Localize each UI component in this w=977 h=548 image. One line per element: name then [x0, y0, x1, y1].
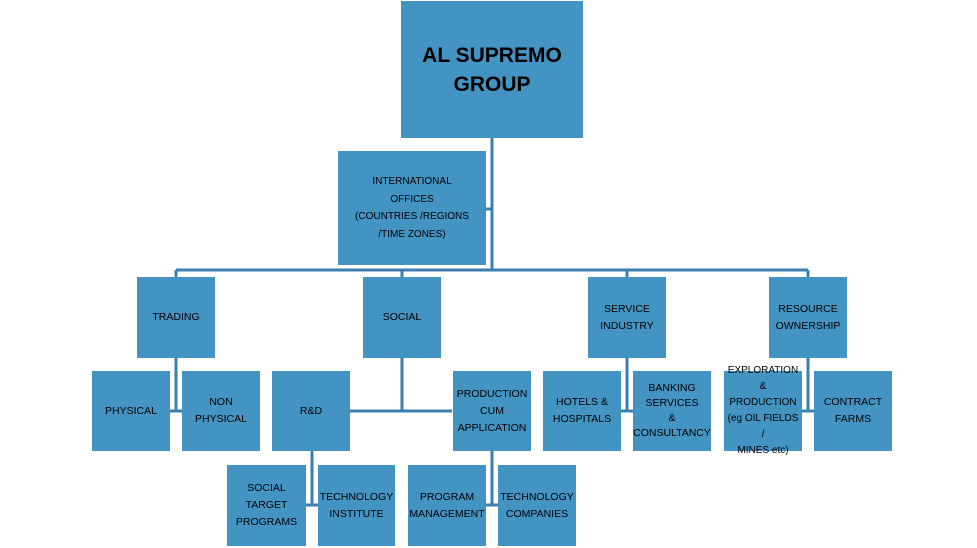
node-non-physical: NON PHYSICAL: [182, 371, 260, 451]
node-al-supremo-group: AL SUPREMO GROUP: [401, 1, 583, 138]
node-social: SOCIAL: [363, 277, 441, 358]
node-r-and-d: R&D: [272, 371, 350, 451]
node-social-target-programs: SOCIAL TARGET PROGRAMS: [227, 465, 306, 546]
node-technology-companies: TECHNOLOGY COMPANIES: [498, 465, 576, 546]
node-resource-ownership: RESOURCE OWNERSHIP: [769, 277, 847, 358]
node-technology-institute: TECHNOLOGY INSTITUTE: [318, 465, 395, 546]
node-international-offices: INTERNATIONAL OFFICES (COUNTRIES /REGION…: [338, 151, 486, 265]
node-hotels-hospitals: HOTELS & HOSPITALS: [543, 371, 621, 451]
node-physical: PHYSICAL: [92, 371, 170, 451]
node-contract-farms: CONTRACT FARMS: [814, 371, 892, 451]
node-program-management: PROGRAM MANAGEMENT: [408, 465, 486, 546]
node-production-cum-application: PRODUCTION CUM APPLICATION: [453, 371, 531, 451]
node-banking-consultancy: BANKING SERVICES & CONSULTANCY: [633, 371, 711, 451]
node-exploration-production: EXPLORATION & PRODUCTION (eg OIL FIELDS …: [724, 365, 802, 456]
node-service-industry: SERVICE INDUSTRY: [588, 277, 666, 358]
node-trading: TRADING: [137, 277, 215, 358]
